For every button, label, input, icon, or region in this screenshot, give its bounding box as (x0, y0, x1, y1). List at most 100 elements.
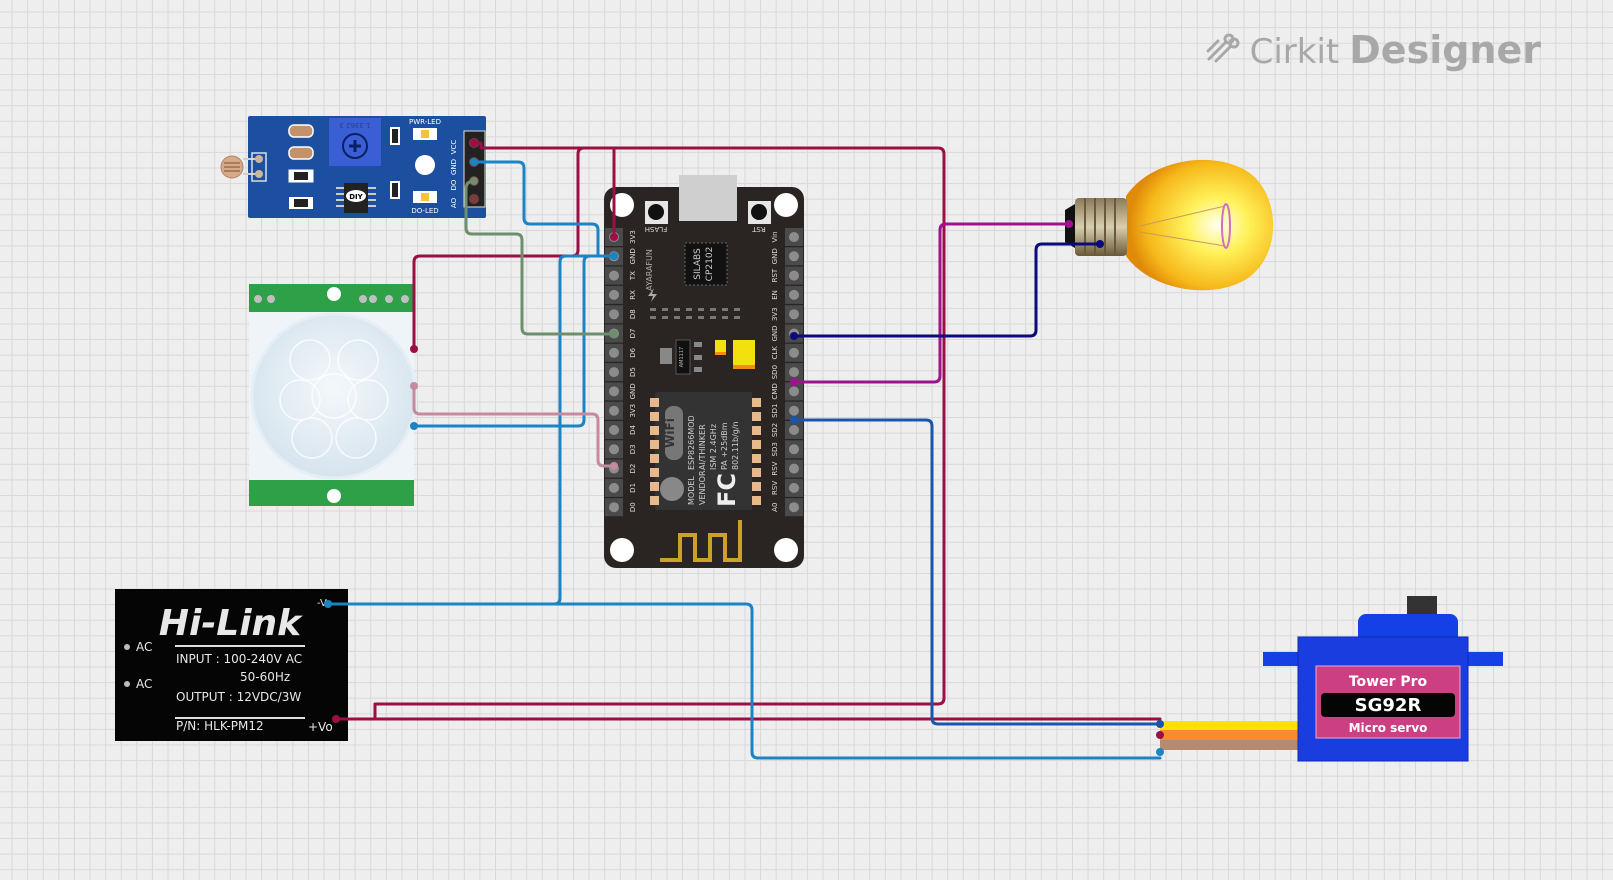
wire-ldr-do-d7[interactable] (464, 179, 616, 336)
right-pin-rsv[interactable] (789, 463, 799, 474)
ac-pin-2[interactable] (124, 681, 130, 687)
right-pin-sd0[interactable] (789, 367, 799, 378)
left-pin-label: D8 (629, 309, 637, 319)
rst-button[interactable]: RST (748, 201, 771, 233)
svg-text:PA +25dBm: PA +25dBm (720, 422, 729, 470)
left-pin-gnd[interactable] (609, 386, 619, 397)
right-pin-sd3[interactable] (789, 444, 799, 455)
right-pin-gnd[interactable] (789, 251, 799, 262)
flash-button[interactable]: FLASH (645, 201, 668, 233)
espressif-logo-icon (660, 477, 684, 501)
svg-text:50-60Hz: 50-60Hz (240, 670, 290, 684)
ldr-sensor-module[interactable]: 1 3362 3 PWR-LED DO-LED DIY VCC GND DO A… (220, 116, 486, 218)
left-pin-d6[interactable] (609, 347, 619, 358)
left-pin-label: 3V3 (629, 404, 637, 418)
svg-text:MODEL: MODEL (687, 476, 696, 505)
left-pin-3v3[interactable] (609, 405, 619, 416)
wire-vcc-main[interactable] (373, 141, 946, 721)
left-pin-rx[interactable] (609, 289, 619, 300)
svg-text:AC: AC (136, 640, 152, 654)
right-pin-rsv[interactable] (789, 482, 799, 493)
left-pin-label: D6 (629, 347, 637, 357)
left-pin-d0[interactable] (609, 502, 619, 513)
left-pin-label: D7 (629, 329, 637, 339)
wire-pir-out-d3[interactable] (412, 384, 616, 468)
right-pin-label: RSV (771, 481, 779, 495)
right-pin-3v3[interactable] (789, 309, 799, 320)
wifi-logo: WiFi (663, 418, 677, 448)
servo-motor[interactable]: Tower Pro SG92R Micro servo (1160, 596, 1503, 762)
fresnel-lens (250, 312, 418, 480)
left-pin-d8[interactable] (609, 309, 619, 320)
brand-suffix: Designer (1349, 28, 1541, 72)
vo-plus-label: +Vo (308, 720, 333, 734)
wire-servo-signal-sd1[interactable] (792, 418, 1162, 726)
right-pin-label: RST (771, 268, 779, 282)
cirkit-designer-logo: Cirkit Designer (1206, 28, 1541, 72)
wire-ldr-gnd[interactable] (472, 160, 616, 258)
usb-port (679, 175, 737, 221)
right-pin-a0[interactable] (789, 502, 799, 513)
left-pin-tx[interactable] (609, 270, 619, 281)
ac-pin-1[interactable] (124, 644, 130, 650)
right-pin-cmd[interactable] (789, 386, 799, 397)
right-pin-label: CLK (771, 346, 779, 360)
svg-text:OUTPUT : 12VDC/3W: OUTPUT : 12VDC/3W (176, 690, 301, 704)
brand-prefix: Cirkit (1249, 32, 1340, 72)
servo-type: Micro servo (1349, 721, 1428, 735)
wire-bulb-gnd[interactable] (792, 242, 1102, 338)
wire-pir-gnd[interactable] (412, 254, 616, 428)
servo-brand: Tower Pro (1349, 674, 1428, 690)
potentiometer[interactable]: 1 3362 3 (329, 118, 381, 166)
right-pin-label: SD0 (771, 365, 779, 379)
left-pin-label: D5 (629, 367, 637, 377)
svg-text:AI/THINKER: AI/THINKER (698, 424, 707, 470)
left-pin-d5[interactable] (609, 367, 619, 378)
wire-servo-gnd[interactable] (552, 602, 1162, 760)
board-brand: AYARAFUN (645, 249, 654, 291)
esp8266-module: WiFi ESP8266MOD AI/THINKER ISM 2.4GHz PA… (650, 392, 761, 510)
right-pin-label: Vin (771, 231, 779, 242)
comparator-ic: DIY (336, 183, 376, 213)
svg-text:INPUT : 100-240V AC: INPUT : 100-240V AC (176, 652, 302, 666)
right-pin-sd1[interactable] (789, 405, 799, 416)
svg-text:ESP8266MOD: ESP8266MOD (687, 415, 696, 470)
right-pin-label: A0 (771, 503, 779, 512)
hilink-power-module[interactable]: Hi-Link AC AC INPUT : 100-240V AC 50-60H… (115, 589, 348, 741)
right-pin-label: SD2 (771, 423, 779, 437)
svg-text:VENDOR: VENDOR (698, 470, 707, 505)
left-pin-label: TX (629, 271, 637, 281)
left-pin-label: RX (629, 290, 637, 300)
svg-text:DIY: DIY (349, 193, 363, 201)
wire-bulb-sd0[interactable] (792, 222, 1071, 384)
left-pin-d4[interactable] (609, 425, 619, 435)
right-pin-rst[interactable] (789, 270, 799, 281)
ldr-pin-ao[interactable] (469, 194, 479, 204)
right-pin-en[interactable] (789, 289, 799, 300)
right-pin-clk[interactable] (789, 347, 799, 358)
filament (1221, 203, 1231, 249)
svg-text:802.11b/g/n: 802.11b/g/n (731, 421, 740, 470)
right-pin-vin[interactable] (789, 232, 799, 242)
pir-motion-sensor[interactable] (249, 284, 418, 506)
right-pin-label: SD3 (771, 442, 779, 456)
left-pin-d3[interactable] (609, 444, 619, 455)
left-pin-label: GND (629, 248, 637, 264)
svg-text:FLASH: FLASH (645, 225, 668, 233)
right-pin-label: 3V3 (771, 307, 779, 321)
svg-text:ISM 2.4GHz: ISM 2.4GHz (709, 424, 718, 470)
svg-text:1 3362 3: 1 3362 3 (339, 121, 370, 129)
right-pin-sd2[interactable] (789, 425, 799, 435)
light-bulb[interactable] (1065, 159, 1274, 291)
svg-text:DO: DO (450, 179, 458, 190)
left-pin-d1[interactable] (609, 482, 619, 493)
fc-mark: FC (713, 473, 741, 507)
nodemcu-esp8266[interactable]: FLASH RST SILABS CP2102 AYARAFUN AM1117 (604, 175, 804, 568)
left-pin-label: D0 (629, 502, 637, 512)
do-led-label: DO-LED (411, 207, 438, 215)
servo-power-lead (1160, 730, 1298, 740)
svg-text:VCC: VCC (450, 140, 458, 155)
servo-output-shaft (1407, 596, 1437, 616)
